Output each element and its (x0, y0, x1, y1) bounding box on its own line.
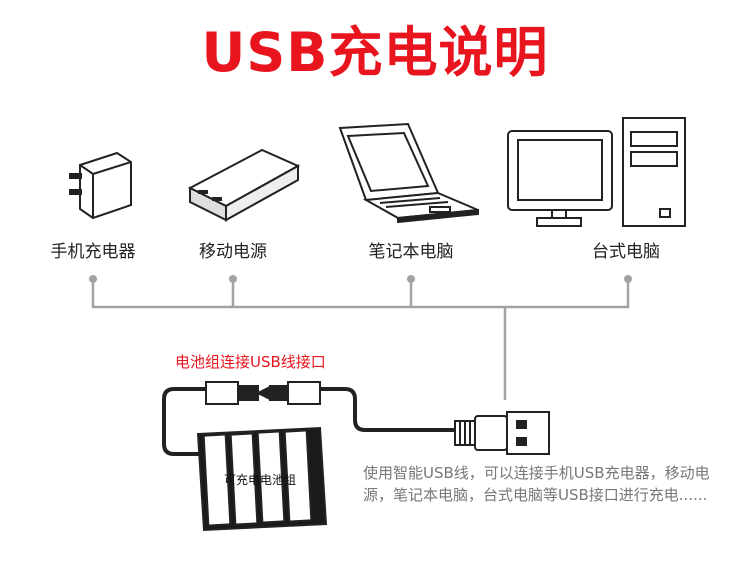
connector-lines (91, 279, 630, 400)
usb-cable (162, 387, 455, 456)
laptop-icon (338, 122, 479, 224)
power-bank-icon (187, 148, 301, 222)
page-title: USB充电说明 (201, 21, 549, 84)
wall-charger-icon (69, 151, 132, 220)
device-label-laptop: 笔记本电脑 (368, 242, 454, 262)
battery-pack-icon (196, 426, 328, 532)
connector-dots (89, 275, 632, 283)
usb-plug-icon (454, 411, 550, 455)
device-label-power-bank: 移动电源 (199, 242, 267, 262)
battery-pack-label: 可充电电池组 (224, 473, 297, 487)
battery-connector (205, 381, 321, 405)
device-label-desktop: 台式电脑 (592, 242, 660, 262)
connector-label: 电池组连接USB线接口 (175, 353, 326, 371)
desktop-computer-icon (507, 117, 686, 227)
device-label-wall-charger: 手机充电器 (50, 242, 136, 262)
description-text: 使用智能USB线，可以连接手机USB充电器，移动电源，笔记本电脑，台式电脑等US… (363, 464, 710, 504)
